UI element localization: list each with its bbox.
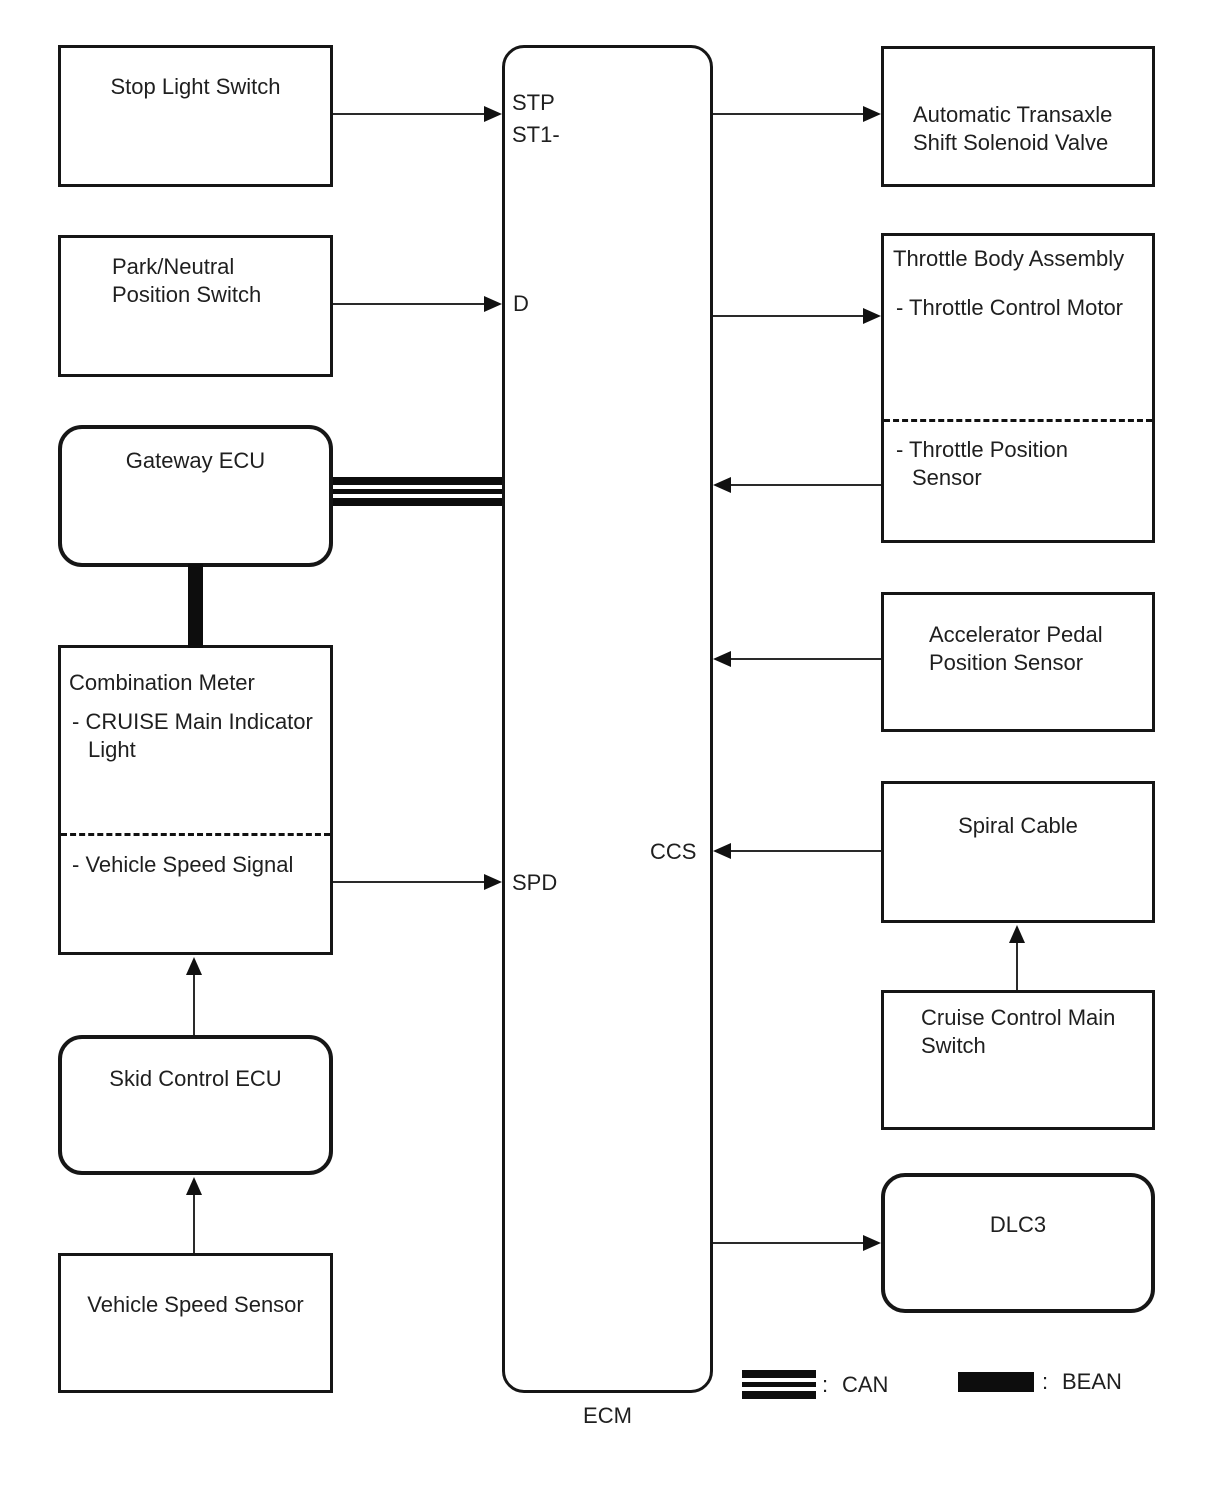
arrow-throttle-position-sensor-to-ecm: [731, 484, 881, 486]
arrow-cruise-main-switch-to-spiral-cable: [1016, 941, 1018, 990]
arrow-ecm-to-dlc3: [713, 1242, 865, 1244]
arrow-ecm-to-throttle-control-motor: [713, 315, 865, 317]
node-spiral-cable: Spiral Cable: [881, 781, 1155, 923]
cruise-control-main-switch-label-line1: Cruise Control Main: [921, 1005, 1116, 1030]
legend-bean-label: BEAN: [1062, 1369, 1122, 1394]
can-bus-stripe: [333, 498, 502, 506]
arrow-vehicle-speed-sensor-to-skid-control-head: [186, 1177, 202, 1195]
combination-meter-item-cruise-indicator-line1: - CRUISE Main Indicator: [72, 709, 313, 734]
combination-meter-item-vehicle-speed-signal: - Vehicle Speed Signal: [72, 852, 294, 877]
node-vehicle-speed-sensor: Vehicle Speed Sensor: [58, 1253, 333, 1393]
arrow-spiral-cable-to-ecm-ccs-head: [713, 843, 731, 859]
arrow-park-neutral-to-ecm-head: [484, 296, 502, 312]
arrow-spiral-cable-to-ecm-ccs: [731, 850, 881, 852]
stop-light-switch-label: Stop Light Switch: [110, 74, 281, 99]
legend-can-symbol: [742, 1370, 816, 1399]
combination-meter-dashed-divider: [61, 833, 330, 836]
arrow-cruise-main-switch-to-spiral-cable-head: [1009, 925, 1025, 943]
spiral-cable-label: Spiral Cable: [958, 813, 1078, 838]
throttle-body-title: Throttle Body Assembly: [893, 246, 1125, 271]
node-skid-control-ecu: Skid Control ECU: [58, 1035, 333, 1175]
throttle-body-item-position-sensor-line2: Sensor: [912, 465, 982, 490]
legend-can-label: CAN: [842, 1372, 889, 1397]
throttle-body-dashed-divider: [884, 419, 1152, 422]
arrow-stop-light-switch-to-ecm-head: [484, 106, 502, 122]
node-park-neutral-position-switch: Park/Neutral Position Switch: [58, 235, 333, 377]
arrow-skid-control-to-combination-meter: [193, 973, 195, 1035]
park-neutral-label-line1: Park/Neutral: [112, 254, 235, 279]
arrow-combination-meter-to-ecm-spd-head: [484, 874, 502, 890]
can-bus-stripe: [333, 489, 502, 494]
park-neutral-label-line2: Position Switch: [112, 282, 262, 307]
arrow-ecm-to-automatic-transaxle-head: [863, 106, 881, 122]
can-bus-gateway-to-ecm: [333, 477, 502, 506]
node-throttle-body-assembly: Throttle Body Assembly - Throttle Contro…: [881, 233, 1155, 543]
vehicle-speed-sensor-label: Vehicle Speed Sensor: [87, 1292, 304, 1317]
legend-bean-colon: :: [1042, 1369, 1049, 1394]
accelerator-pedal-label-line1: Accelerator Pedal: [929, 622, 1103, 647]
combination-meter-item-cruise-indicator-line2: Light: [88, 737, 136, 762]
node-stop-light-switch: Stop Light Switch: [58, 45, 333, 187]
ecm-caption: ECM: [583, 1403, 632, 1428]
arrow-ecm-to-throttle-control-motor-head: [863, 308, 881, 324]
legend-bean-symbol: [958, 1372, 1034, 1392]
combination-meter-title: Combination Meter: [69, 670, 255, 695]
arrow-park-neutral-to-ecm: [333, 303, 486, 305]
node-combination-meter: Combination Meter - CRUISE Main Indicato…: [58, 645, 333, 955]
ecm-pin-d: D: [513, 291, 529, 316]
ecm-pin-spd: SPD: [512, 870, 558, 895]
accelerator-pedal-label-line2: Position Sensor: [929, 650, 1084, 675]
throttle-body-item-position-sensor-line1: - Throttle Position: [896, 437, 1069, 462]
skid-control-ecu-label: Skid Control ECU: [109, 1066, 282, 1091]
bean-bus-gateway-to-combination-meter: [188, 564, 203, 648]
cruise-control-main-switch-label-line2: Switch: [921, 1033, 986, 1058]
node-cruise-control-main-switch: Cruise Control Main Switch: [881, 990, 1155, 1130]
arrow-vehicle-speed-sensor-to-skid-control: [193, 1193, 195, 1253]
throttle-body-item-control-motor: - Throttle Control Motor: [896, 295, 1124, 320]
arrow-accelerator-pedal-to-ecm: [731, 658, 881, 660]
arrow-accelerator-pedal-to-ecm-head: [713, 651, 731, 667]
legend-can-stripe: [742, 1382, 816, 1387]
node-accelerator-pedal-position-sensor: Accelerator Pedal Position Sensor: [881, 592, 1155, 732]
arrow-throttle-position-sensor-to-ecm-head: [713, 477, 731, 493]
arrow-ecm-to-automatic-transaxle: [713, 113, 865, 115]
arrow-ecm-to-dlc3-head: [863, 1235, 881, 1251]
node-automatic-transaxle-shift-solenoid-valve: Automatic Transaxle Shift Solenoid Valve: [881, 46, 1155, 187]
ecm-pin-st1: ST1-: [512, 122, 560, 147]
arrow-skid-control-to-combination-meter-head: [186, 957, 202, 975]
legend-can-stripe: [742, 1370, 816, 1378]
automatic-transaxle-label-line1: Automatic Transaxle: [913, 102, 1113, 127]
node-ecm: [502, 45, 713, 1393]
can-bus-stripe: [333, 477, 502, 485]
gateway-ecu-label: Gateway ECU: [125, 448, 266, 473]
ecm-pin-stp: STP: [512, 90, 555, 115]
automatic-transaxle-label-line2: Shift Solenoid Valve: [913, 130, 1109, 155]
legend-can-stripe: [742, 1391, 816, 1399]
arrow-combination-meter-to-ecm-spd: [333, 881, 486, 883]
ecm-pin-ccs: CCS: [650, 839, 697, 864]
node-gateway-ecu: Gateway ECU: [58, 425, 333, 567]
arrow-stop-light-switch-to-ecm: [333, 113, 486, 115]
legend-can-colon: :: [822, 1372, 829, 1397]
dlc3-label: DLC3: [989, 1212, 1047, 1237]
node-dlc3: DLC3: [881, 1173, 1155, 1313]
